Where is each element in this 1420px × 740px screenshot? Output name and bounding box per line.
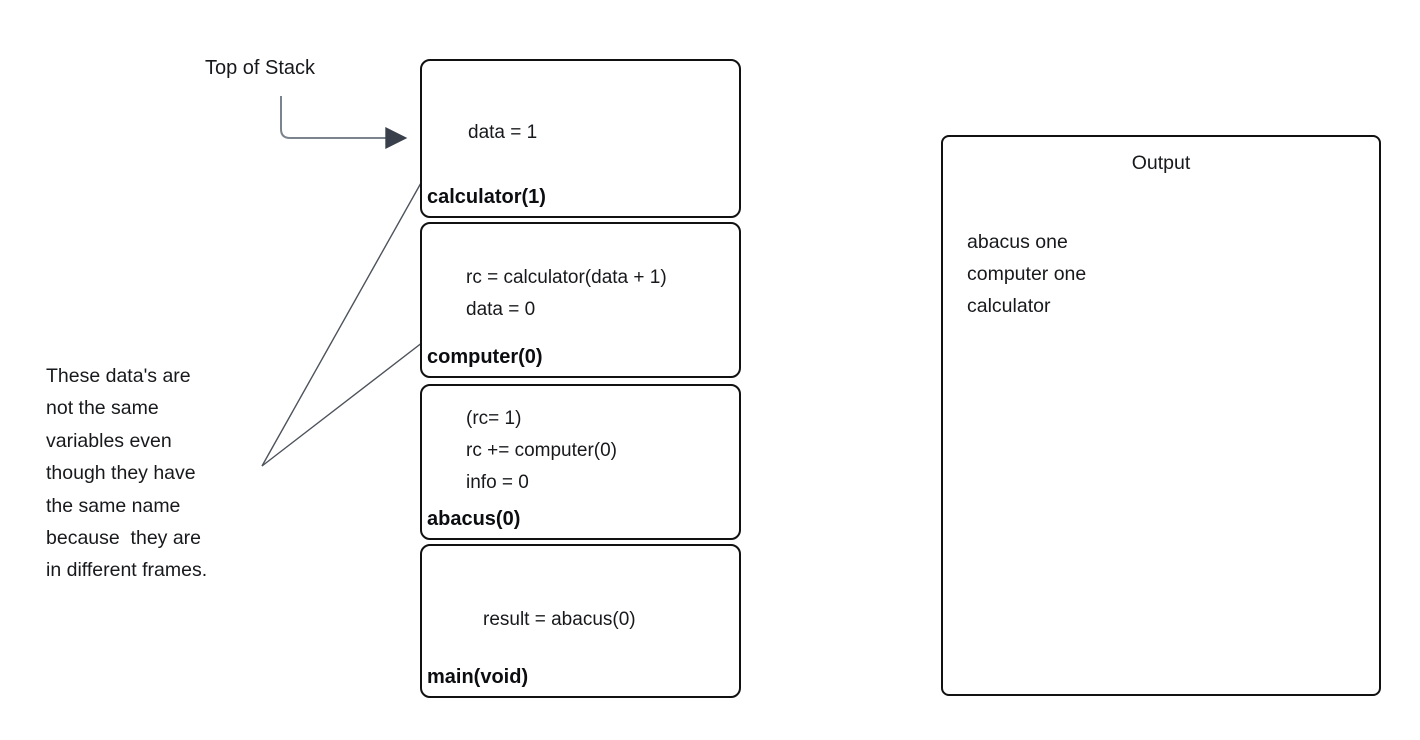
frame-body: (rc= 1) rc += computer(0) info = 0 xyxy=(422,386,739,499)
frame-variable: result = abacus(0) xyxy=(483,609,636,630)
frame-variable: rc = calculator(data + 1) xyxy=(466,267,667,288)
frame-label-abacus: abacus(0) xyxy=(427,508,521,530)
annotation-arrow-to-data1-icon xyxy=(261,139,446,467)
frame-body: result = abacus(0) xyxy=(422,546,739,636)
annotation-line: in different frames. xyxy=(46,559,208,582)
annotation-line: though they have xyxy=(46,462,196,485)
output-lines: abacus one computer one calculator xyxy=(967,226,1086,322)
annotation-note: These data's are not the same variables … xyxy=(46,360,286,587)
frame-variable: data = 1 xyxy=(468,122,538,143)
stack-frame-calculator: data = 1 calculator(1) xyxy=(420,59,741,218)
annotation-line: because they are xyxy=(46,527,202,550)
output-box: Output abacus one computer one calculato… xyxy=(941,135,1381,696)
output-line: calculator xyxy=(967,295,1051,317)
annotation-line: variables even xyxy=(46,429,172,452)
frame-label-calculator: calculator(1) xyxy=(427,186,546,208)
frame-variable: info = 0 xyxy=(466,472,529,493)
output-line: computer one xyxy=(967,263,1087,285)
frame-body: rc = calculator(data + 1) data = 0 xyxy=(422,224,739,326)
top-of-stack-label: Top of Stack xyxy=(205,57,316,79)
output-line: abacus one xyxy=(967,231,1068,253)
frame-variable: data = 0 xyxy=(466,299,536,320)
stack-frame-computer: rc = calculator(data + 1) data = 0 compu… xyxy=(420,222,741,378)
stack-frame-main: result = abacus(0) main(void) xyxy=(420,544,741,698)
output-title: Output xyxy=(1131,152,1191,174)
annotation-line: not the same xyxy=(46,397,159,420)
frame-label-main: main(void) xyxy=(427,666,529,688)
frame-label-computer: computer(0) xyxy=(427,346,543,368)
stack-frame-abacus: (rc= 1) rc += computer(0) info = 0 abacu… xyxy=(420,384,741,540)
annotation-line: the same name xyxy=(46,494,181,517)
top-of-stack-arrow-icon xyxy=(280,96,408,149)
frame-body: data = 1 xyxy=(422,61,739,149)
frame-variable: rc += computer(0) xyxy=(466,440,617,461)
frame-variable: (rc= 1) xyxy=(466,408,522,429)
annotation-line: These data's are xyxy=(46,365,191,387)
